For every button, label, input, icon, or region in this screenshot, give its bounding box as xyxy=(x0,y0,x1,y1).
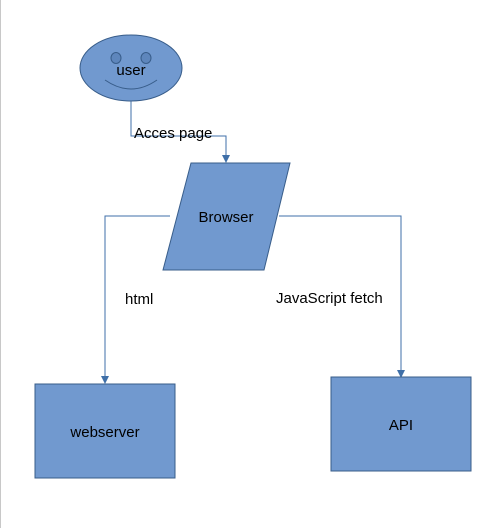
user-face-shape xyxy=(79,34,183,102)
browser-shape xyxy=(162,162,291,271)
browser-node[interactable]: Browser xyxy=(162,162,291,271)
user-node[interactable]: user xyxy=(79,34,183,102)
user-label: user xyxy=(116,62,145,79)
edge-browser-to-webserver xyxy=(101,215,170,384)
api-shape xyxy=(330,376,472,472)
api-node[interactable]: API xyxy=(330,376,472,472)
edge-label-html: html xyxy=(125,291,153,308)
user-right-eye-icon xyxy=(140,52,152,64)
user-smile-icon xyxy=(104,79,158,90)
user-left-eye-icon xyxy=(110,52,122,64)
webserver-shape xyxy=(34,383,176,479)
api-label: API xyxy=(389,417,413,434)
webserver-node[interactable]: webserver xyxy=(34,383,176,479)
page-left-edge xyxy=(0,0,1,528)
webserver-label: webserver xyxy=(69,424,139,441)
browser-label: Browser xyxy=(198,209,253,226)
edge-label-acces-page: Acces page xyxy=(134,125,212,142)
edge-label-javascript-fetch: JavaScript fetch xyxy=(276,290,383,307)
edge-browser-to-api xyxy=(279,215,405,378)
edge-user-to-browser xyxy=(130,101,230,163)
